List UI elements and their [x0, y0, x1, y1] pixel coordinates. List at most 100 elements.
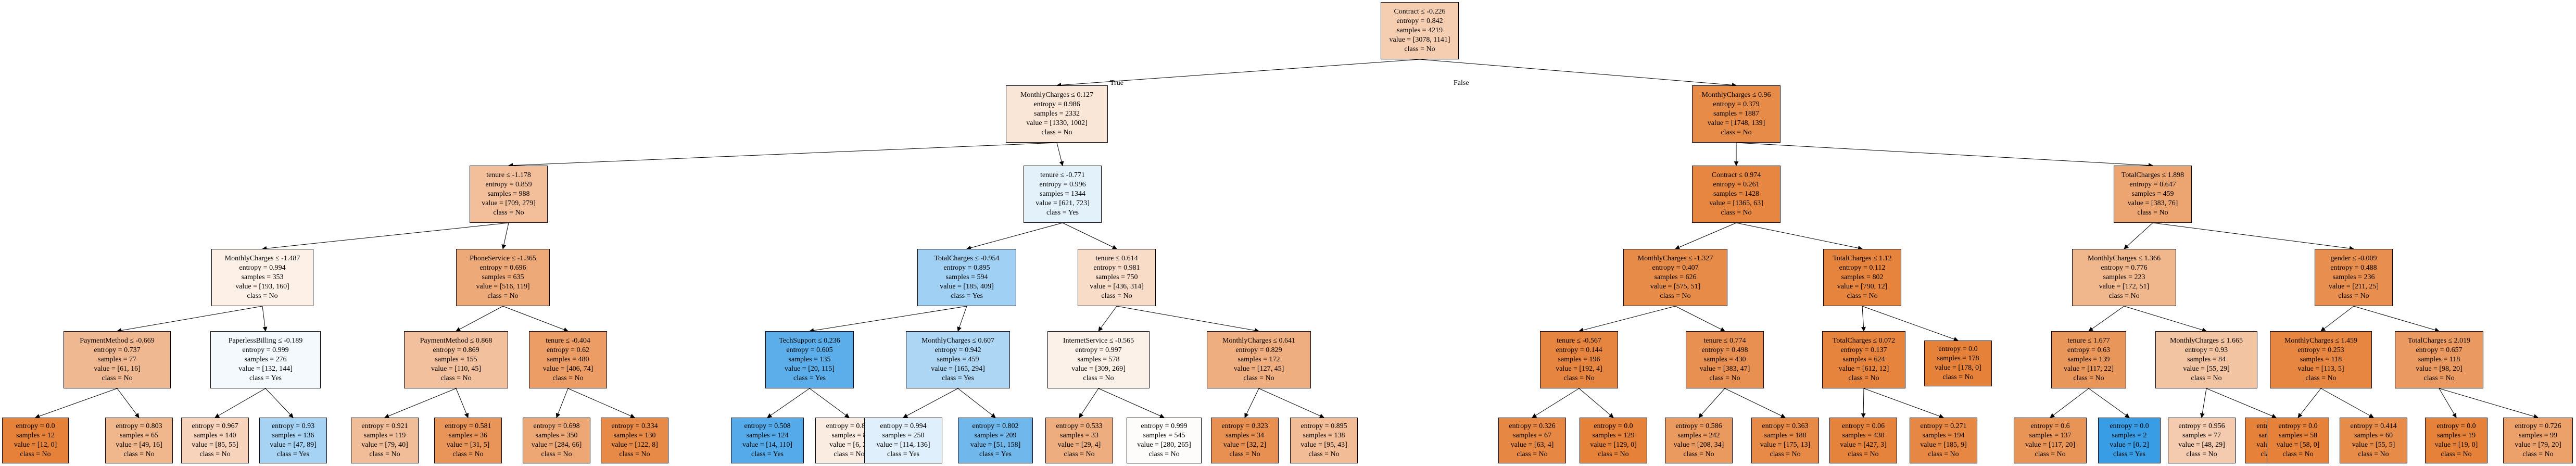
node-value: value = [6, 2]: [829, 441, 869, 449]
node-samples: samples = 430: [1842, 432, 1885, 439]
edge-n4-n5: [35, 388, 118, 419]
node-samples: samples = 635: [482, 273, 524, 281]
edge-n10-n14: [502, 306, 569, 332]
node-class: class = No: [1229, 450, 1260, 458]
edge-n3-n7: [262, 306, 268, 332]
node-class: class = No: [1847, 292, 1878, 300]
node-entropy: entropy = 0.859: [485, 181, 532, 188]
node-value: value = [3078, 1141]: [1389, 36, 1450, 44]
node-class: class = No: [1404, 45, 1435, 53]
node-class: class = No: [1517, 450, 1548, 458]
node-value: value = [208, 34]: [1673, 441, 1724, 449]
edge-n47-n48: [2088, 306, 2125, 332]
node-class: class = No: [20, 450, 51, 458]
node-value: value = [612, 12]: [1838, 365, 1889, 373]
node-samples: samples = 129: [1592, 432, 1635, 439]
node-samples: samples = 459: [2131, 190, 2174, 198]
edge-n0-n1: [1056, 59, 1420, 87]
node-entropy: entropy = 0.737: [94, 346, 141, 354]
node-class: class = No: [1083, 374, 1114, 382]
node-split-condition: tenure ≤ -0.404: [546, 337, 590, 345]
node-split-condition: InternetService ≤ -0.565: [1063, 337, 1134, 345]
node-split-condition: PaymentMethod ≤ -0.669: [80, 337, 155, 345]
node-class: class = No: [493, 209, 524, 217]
node-samples: samples = 223: [2103, 273, 2145, 281]
node-entropy: entropy = 0.942: [935, 346, 981, 354]
node-class: class = No: [1148, 450, 1180, 458]
node-entropy: entropy = 0.999: [1141, 422, 1188, 430]
node-value: value = [165, 294]: [931, 365, 985, 373]
node-entropy: entropy = 0.994: [880, 422, 927, 430]
node-value: value = [85, 55]: [192, 441, 238, 449]
node-split-condition: Contract ≤ 0.974: [1711, 171, 1761, 179]
edge-n18-n22: [957, 306, 967, 332]
node-class: class = No: [2186, 450, 2217, 458]
node-entropy: entropy = 0.994: [239, 264, 286, 272]
node-split-condition: MonthlyCharges ≤ 0.641: [1222, 337, 1296, 345]
node-value: value = [117, 22]: [2063, 365, 2114, 373]
node-value: value = [79, 40]: [361, 441, 408, 449]
node-entropy: entropy = 0.657: [2416, 346, 2463, 354]
node-entropy: entropy = 0.323: [1221, 422, 1268, 430]
edge-n58-n59: [2439, 388, 2457, 418]
node-samples: samples = 430: [1703, 356, 1746, 363]
node-samples: samples = 2: [2112, 432, 2147, 439]
node-entropy: entropy = 0.414: [2350, 422, 2397, 430]
node-entropy: entropy = 0.253: [2297, 346, 2344, 354]
node-entropy: entropy = 0.271: [1920, 422, 1967, 430]
node-entropy: entropy = 0.533: [1056, 422, 1103, 430]
node-samples: samples = 155: [435, 356, 477, 363]
node-value: value = [309, 269]: [1071, 365, 1126, 373]
node-class: class = Yes: [277, 450, 309, 458]
node-class: class = No: [541, 450, 572, 458]
node-split-condition: MonthlyCharges ≤ -1.487: [224, 255, 300, 262]
node-entropy: entropy = 0.326: [1509, 422, 1556, 430]
node-value: value = [709, 279]: [482, 199, 536, 207]
node-entropy: entropy = 0.144: [1556, 346, 1602, 354]
node-entropy: entropy = 0.696: [479, 264, 526, 272]
node-entropy: entropy = 0.647: [2129, 181, 2176, 188]
node-value: value = [185, 9]: [1920, 441, 1967, 449]
edge-n38-n39: [1698, 388, 1725, 418]
node-value: value = [175, 13]: [1760, 441, 1811, 449]
node-class: class = No: [1709, 374, 1740, 382]
node-value: value = [427, 3]: [1840, 441, 1887, 449]
node-class: class = No: [1308, 450, 1340, 458]
node-entropy: entropy = 0.334: [611, 422, 658, 430]
node-value: value = [1365, 63]: [1709, 199, 1763, 207]
node-entropy: entropy = 0.869: [433, 346, 479, 354]
edge-n14-n16: [567, 388, 635, 418]
node-value: value = [172, 51]: [2099, 283, 2150, 291]
node-samples: samples = 188: [1764, 432, 1807, 439]
edge-n51-n53: [2206, 388, 2277, 419]
node-entropy: entropy = 0.06: [1841, 422, 1885, 430]
node-value: value = [48, 29]: [2178, 441, 2225, 449]
node-entropy: entropy = 0.581: [445, 422, 491, 430]
node-class: class = No: [619, 450, 650, 458]
node-class: class = No: [2108, 292, 2140, 300]
node-class: class = No: [2073, 374, 2104, 382]
node-value: value = [47, 89]: [270, 441, 317, 449]
node-samples: samples = 36: [449, 432, 487, 439]
edge-n25-n29: [1116, 306, 1259, 333]
node-value: value = [79, 20]: [2515, 441, 2561, 449]
node-class: class = Yes: [751, 450, 784, 458]
node-class: class = No: [487, 292, 519, 300]
edge-n54-n58: [2353, 306, 2440, 333]
node-value: value = [516, 119]: [476, 283, 530, 291]
node-samples: samples = 84: [2187, 356, 2226, 363]
node-class: class = Yes: [942, 374, 974, 382]
node-entropy: entropy = 0.488: [2330, 264, 2377, 272]
